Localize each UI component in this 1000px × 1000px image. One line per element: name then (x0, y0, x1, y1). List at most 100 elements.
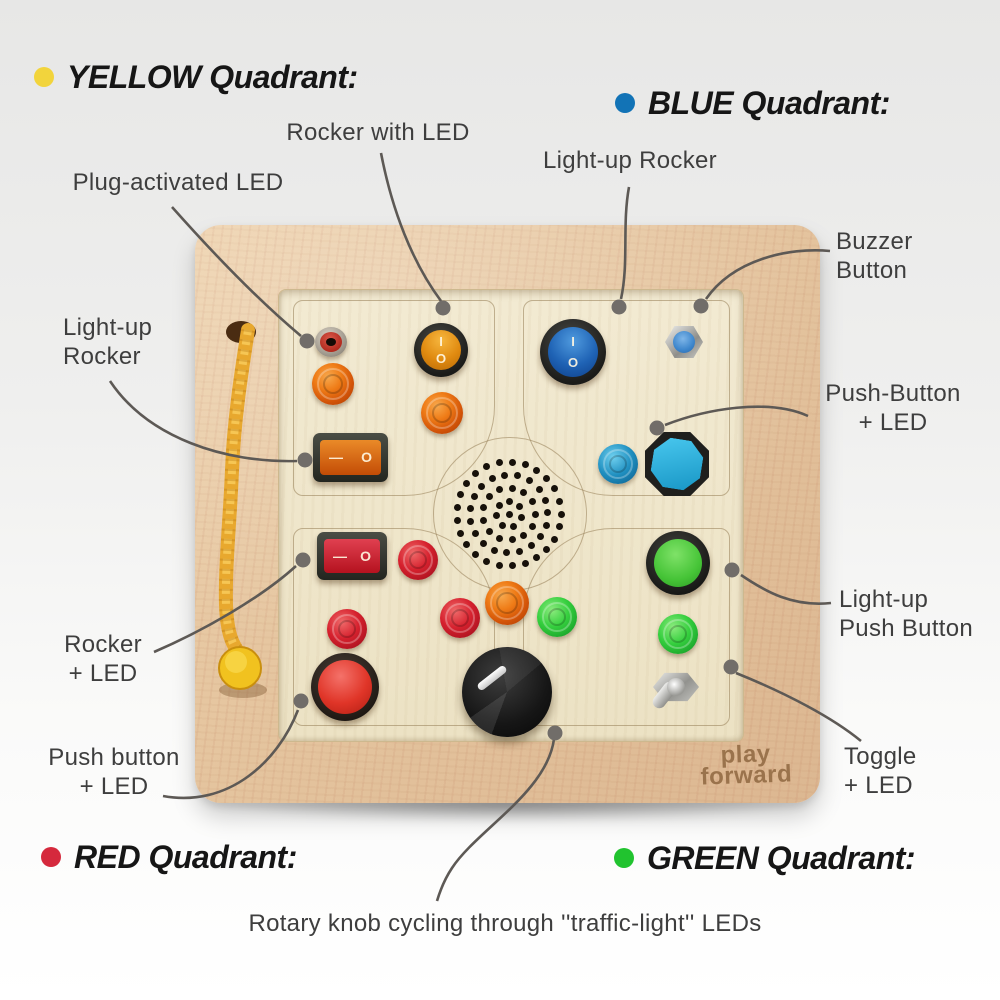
rocker-marking-off: O (435, 351, 447, 367)
speaker-hole (480, 516, 488, 524)
rocker-marking-dash: — (329, 449, 343, 465)
speaker-hole (517, 514, 525, 522)
speaker-grille (453, 458, 565, 570)
red-push-button-cap (318, 660, 372, 714)
heading-red-label: RED Quadrant: (74, 838, 297, 875)
speaker-hole (525, 477, 533, 485)
speaker-hole (543, 546, 551, 554)
label-line2: Push Button (839, 615, 974, 642)
label-plug-activated-led: Plug-activated LED (38, 168, 318, 197)
rotary-knob[interactable] (462, 647, 552, 737)
label-line1: Light-up (839, 586, 929, 613)
speaker-hole (508, 458, 516, 466)
speaker-hole (506, 497, 514, 505)
label-light-up-rocker-left: Light-up Rocker (63, 313, 152, 371)
label-rocker-led: Rocker + LED (32, 630, 174, 688)
label-text: Rotary knob cycling through ''traffic-li… (248, 910, 762, 937)
speaker-hole (457, 491, 465, 499)
label-rotary-knob-note: Rotary knob cycling through ''traffic-li… (150, 909, 860, 938)
blue-octagon-push-button[interactable] (645, 432, 709, 496)
label-toggle-led: Toggle + LED (844, 742, 917, 800)
speaker-hole (470, 492, 478, 500)
heading-blue-quadrant: BLUE Quadrant: (615, 84, 890, 122)
speaker-hole (536, 533, 544, 541)
speaker-hole (533, 554, 541, 562)
speaker-hole (533, 466, 541, 474)
speaker-hole (471, 530, 479, 538)
red-dot-icon (41, 847, 61, 867)
rotary-knob-pointer (476, 664, 508, 692)
speaker-hole (486, 493, 494, 501)
label-line2: + LED (68, 660, 138, 687)
green-push-button[interactable] (646, 531, 710, 595)
speaker-hole (505, 510, 513, 518)
red-push-button[interactable] (311, 653, 379, 721)
speaker-hole (472, 550, 480, 558)
speaker-hole (490, 546, 498, 554)
speaker-hole (492, 512, 500, 520)
speaker-hole (495, 459, 503, 467)
label-line2: + LED (79, 773, 149, 800)
yellow-dot-icon (34, 67, 54, 87)
blue-dot-icon (615, 93, 635, 113)
speaker-hole (508, 484, 516, 492)
blue-led (598, 444, 638, 484)
orange-rect-rocker[interactable]: — O (313, 433, 388, 482)
speaker-hole (466, 505, 474, 513)
speaker-hole (535, 485, 543, 493)
label-line1: Push button (48, 744, 180, 771)
heading-red-quadrant: RED Quadrant: (41, 838, 297, 876)
blue-round-rocker[interactable]: I O (540, 319, 606, 385)
red-rect-rocker-window: — O (324, 539, 380, 573)
green-dot-icon (614, 848, 634, 868)
heading-blue-label: BLUE Quadrant: (648, 84, 890, 121)
label-line1: Buzzer (836, 228, 913, 255)
label-line1: Toggle (844, 743, 917, 770)
quadrant-outline-blue (523, 300, 730, 496)
label-line2: + LED (858, 409, 928, 436)
toggle-switch-collar (667, 678, 685, 696)
speaker-hole (503, 549, 511, 557)
speaker-hole (479, 539, 487, 547)
blue-rocker-face: I O (548, 327, 598, 377)
red-rect-rocker[interactable]: — O (317, 532, 387, 580)
speaker-hole (495, 501, 503, 509)
label-push-button-led: Push-Button + LED (803, 379, 983, 437)
speaker-hole (555, 523, 563, 531)
speaker-hole (453, 517, 461, 525)
speaker-hole (520, 489, 528, 497)
green-led-2 (658, 614, 698, 654)
speaker-hole (528, 522, 536, 530)
speaker-hole (483, 463, 491, 471)
speaker-hole (555, 497, 563, 505)
speaker-hole (496, 534, 504, 542)
logo-line2: forward (700, 760, 793, 791)
speaker-hole (516, 547, 524, 555)
speaker-hole (521, 559, 529, 567)
label-text: Rocker with LED (286, 119, 470, 146)
heading-green-label: GREEN Quadrant: (647, 839, 916, 876)
heading-yellow-label: YELLOW Quadrant: (67, 58, 358, 95)
speaker-hole (557, 510, 565, 518)
buzzer-button-cap[interactable] (673, 331, 695, 353)
speaker-hole (480, 504, 488, 512)
label-line1: Push-Button (825, 380, 961, 407)
speaker-hole (463, 479, 471, 487)
speaker-hole (472, 470, 480, 478)
speaker-hole (457, 529, 465, 537)
heading-yellow-quadrant: YELLOW Quadrant: (34, 58, 358, 96)
label-line2: Button (836, 257, 908, 284)
speaker-hole (531, 510, 539, 518)
plug-socket[interactable] (315, 327, 347, 357)
quadrant-outline-green (523, 528, 730, 726)
speaker-hole (513, 472, 521, 480)
speaker-hole (483, 557, 491, 565)
red-led-2 (327, 609, 367, 649)
speaker-hole (488, 475, 496, 483)
speaker-hole (544, 509, 552, 517)
orange-round-rocker[interactable]: I O (414, 323, 468, 377)
rocker-marking-dash: — (333, 547, 347, 564)
speaker-hole (478, 482, 486, 490)
label-push-button-red: Push button + LED (24, 743, 204, 801)
